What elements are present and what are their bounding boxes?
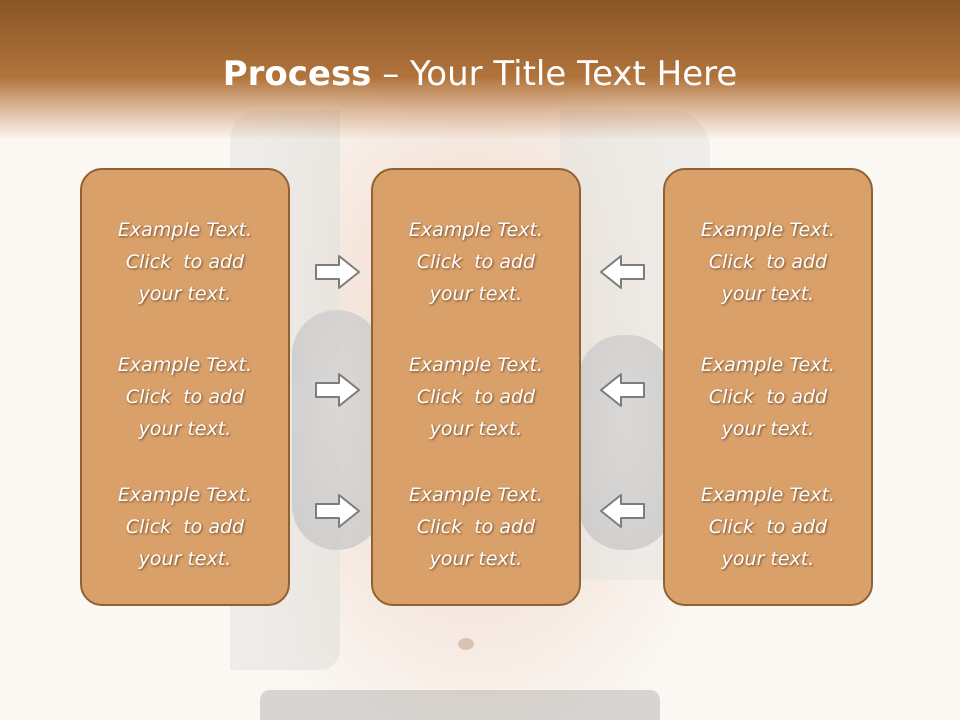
left-arrow-icon [600,373,645,407]
text-line: Click to add [125,251,245,273]
text-line: Click to add [708,386,828,408]
text-line: your text. [429,548,523,570]
left-arrow-icon [600,255,645,289]
process-panel-right[interactable]: Example Text. Click to add your text. Ex… [663,168,873,606]
text-line: your text. [138,548,232,570]
text-line: your text. [138,418,232,440]
text-line: Click to add [708,516,828,538]
text-placeholder[interactable]: Example Text. Click to add your text. [373,479,579,575]
right-arrow-icon [315,255,360,289]
text-line: Example Text. [408,219,544,241]
process-panel-center[interactable]: Example Text. Click to add your text. Ex… [371,168,581,606]
title-bold: Process [222,54,372,94]
text-line: your text. [721,283,815,305]
text-line: Example Text. [117,219,253,241]
text-line: your text. [721,548,815,570]
left-arrow-icon [600,494,645,528]
text-line: your text. [138,283,232,305]
text-line: your text. [429,283,523,305]
process-panel-left[interactable]: Example Text. Click to add your text. Ex… [80,168,290,606]
text-placeholder[interactable]: Example Text. Click to add your text. [665,349,871,445]
text-placeholder[interactable]: Example Text. Click to add your text. [82,479,288,575]
text-line: Click to add [416,251,536,273]
text-line: Click to add [416,516,536,538]
text-line: Click to add [708,251,828,273]
text-line: Example Text. [408,354,544,376]
text-line: Example Text. [700,484,836,506]
text-line: Example Text. [700,354,836,376]
text-placeholder[interactable]: Example Text. Click to add your text. [82,214,288,310]
text-line: Click to add [125,386,245,408]
text-line: your text. [721,418,815,440]
text-line: Click to add [125,516,245,538]
slide-title[interactable]: Process – Your Title Text Here [0,50,960,98]
background-waistband [260,690,660,720]
text-line: Example Text. [117,354,253,376]
text-line: Example Text. [117,484,253,506]
text-line: your text. [429,418,523,440]
right-arrow-icon [315,494,360,528]
text-placeholder[interactable]: Example Text. Click to add your text. [373,349,579,445]
text-placeholder[interactable]: Example Text. Click to add your text. [665,214,871,310]
text-placeholder[interactable]: Example Text. Click to add your text. [82,349,288,445]
text-line: Example Text. [700,219,836,241]
title-bar [0,0,960,140]
right-arrow-icon [315,373,360,407]
text-line: Click to add [416,386,536,408]
text-placeholder[interactable]: Example Text. Click to add your text. [373,214,579,310]
text-placeholder[interactable]: Example Text. Click to add your text. [665,479,871,575]
title-rest: – Your Title Text Here [371,54,738,94]
text-line: Example Text. [408,484,544,506]
background-navel [458,638,474,650]
